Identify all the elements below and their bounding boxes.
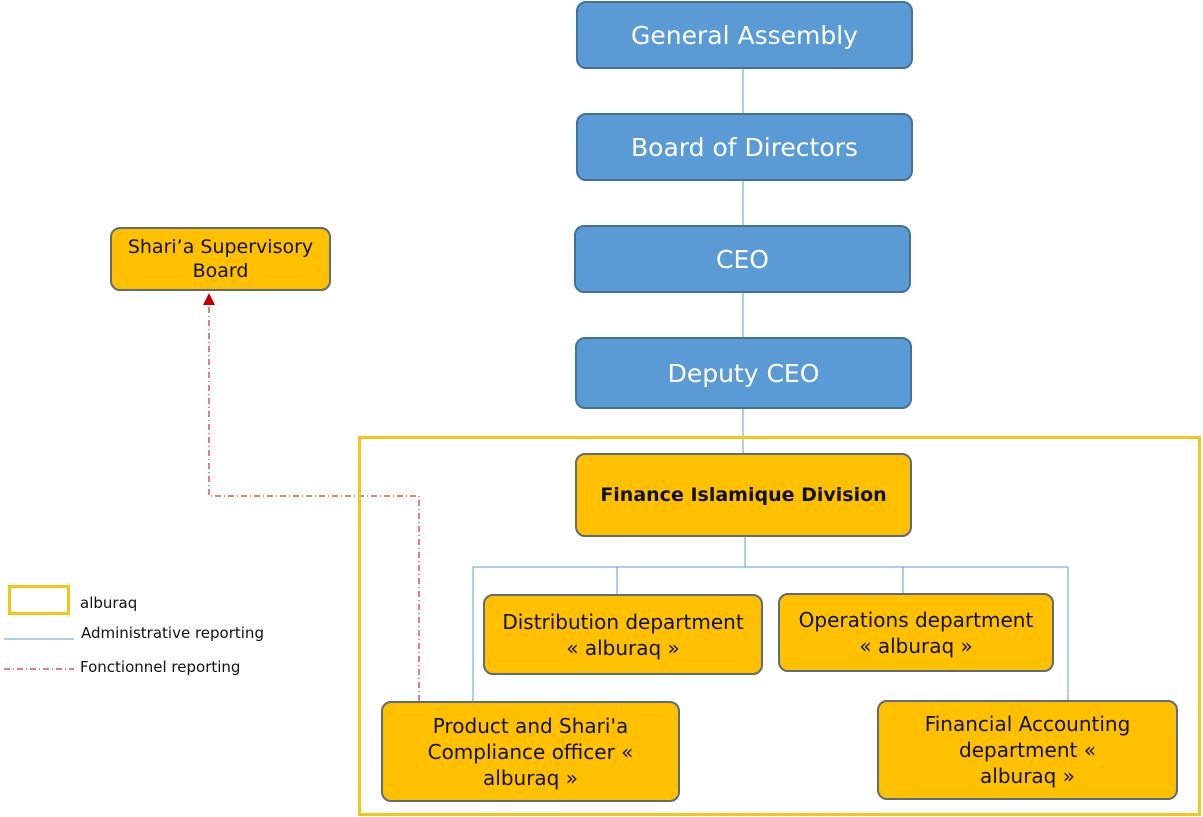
operations-department-label: Operations department « alburaq » <box>798 607 1034 658</box>
general-assembly-node: General Assembly <box>576 1 913 69</box>
operations-department-node: Operations department « alburaq » <box>778 593 1054 672</box>
board-of-directors-node: Board of Directors <box>576 113 913 181</box>
financial-accounting-department-label: Financial Accounting department « albura… <box>924 712 1131 788</box>
distribution-department-node: Distribution department « alburaq » <box>483 594 763 675</box>
alburaq-region <box>358 436 1201 816</box>
ceo-label: CEO <box>716 244 769 274</box>
arrowhead-sharia <box>203 293 215 305</box>
board-of-directors-label: Board of Directors <box>631 132 858 162</box>
deputy-ceo-node: Deputy CEO <box>575 337 912 409</box>
general-assembly-label: General Assembly <box>631 20 858 50</box>
ceo-node: CEO <box>574 225 911 293</box>
product-compliance-officer-node: Product and Shari'a Compliance officer «… <box>381 701 680 802</box>
sharia-supervisory-board-node: Shari’a Supervisory Board <box>110 227 331 291</box>
product-compliance-officer-label: Product and Shari'a Compliance officer «… <box>427 713 634 790</box>
distribution-department-label: Distribution department « alburaq » <box>502 609 744 660</box>
finance-islamique-division-node: Finance Islamique Division <box>575 453 912 537</box>
deputy-ceo-label: Deputy CEO <box>667 358 820 388</box>
finance-islamique-division-label: Finance Islamique Division <box>600 484 887 506</box>
functional-line-compliance-sharia <box>208 305 420 701</box>
sharia-supervisory-board-label: Shari’a Supervisory Board <box>127 236 314 282</box>
legend-alburaq-swatch <box>8 585 70 615</box>
legend-functional-label: Fonctionnel reporting <box>80 658 241 676</box>
legend-alburaq-label: alburaq <box>80 594 138 612</box>
financial-accounting-department-node: Financial Accounting department « albura… <box>877 700 1178 800</box>
legend-administrative-label: Administrative reporting <box>81 624 264 642</box>
